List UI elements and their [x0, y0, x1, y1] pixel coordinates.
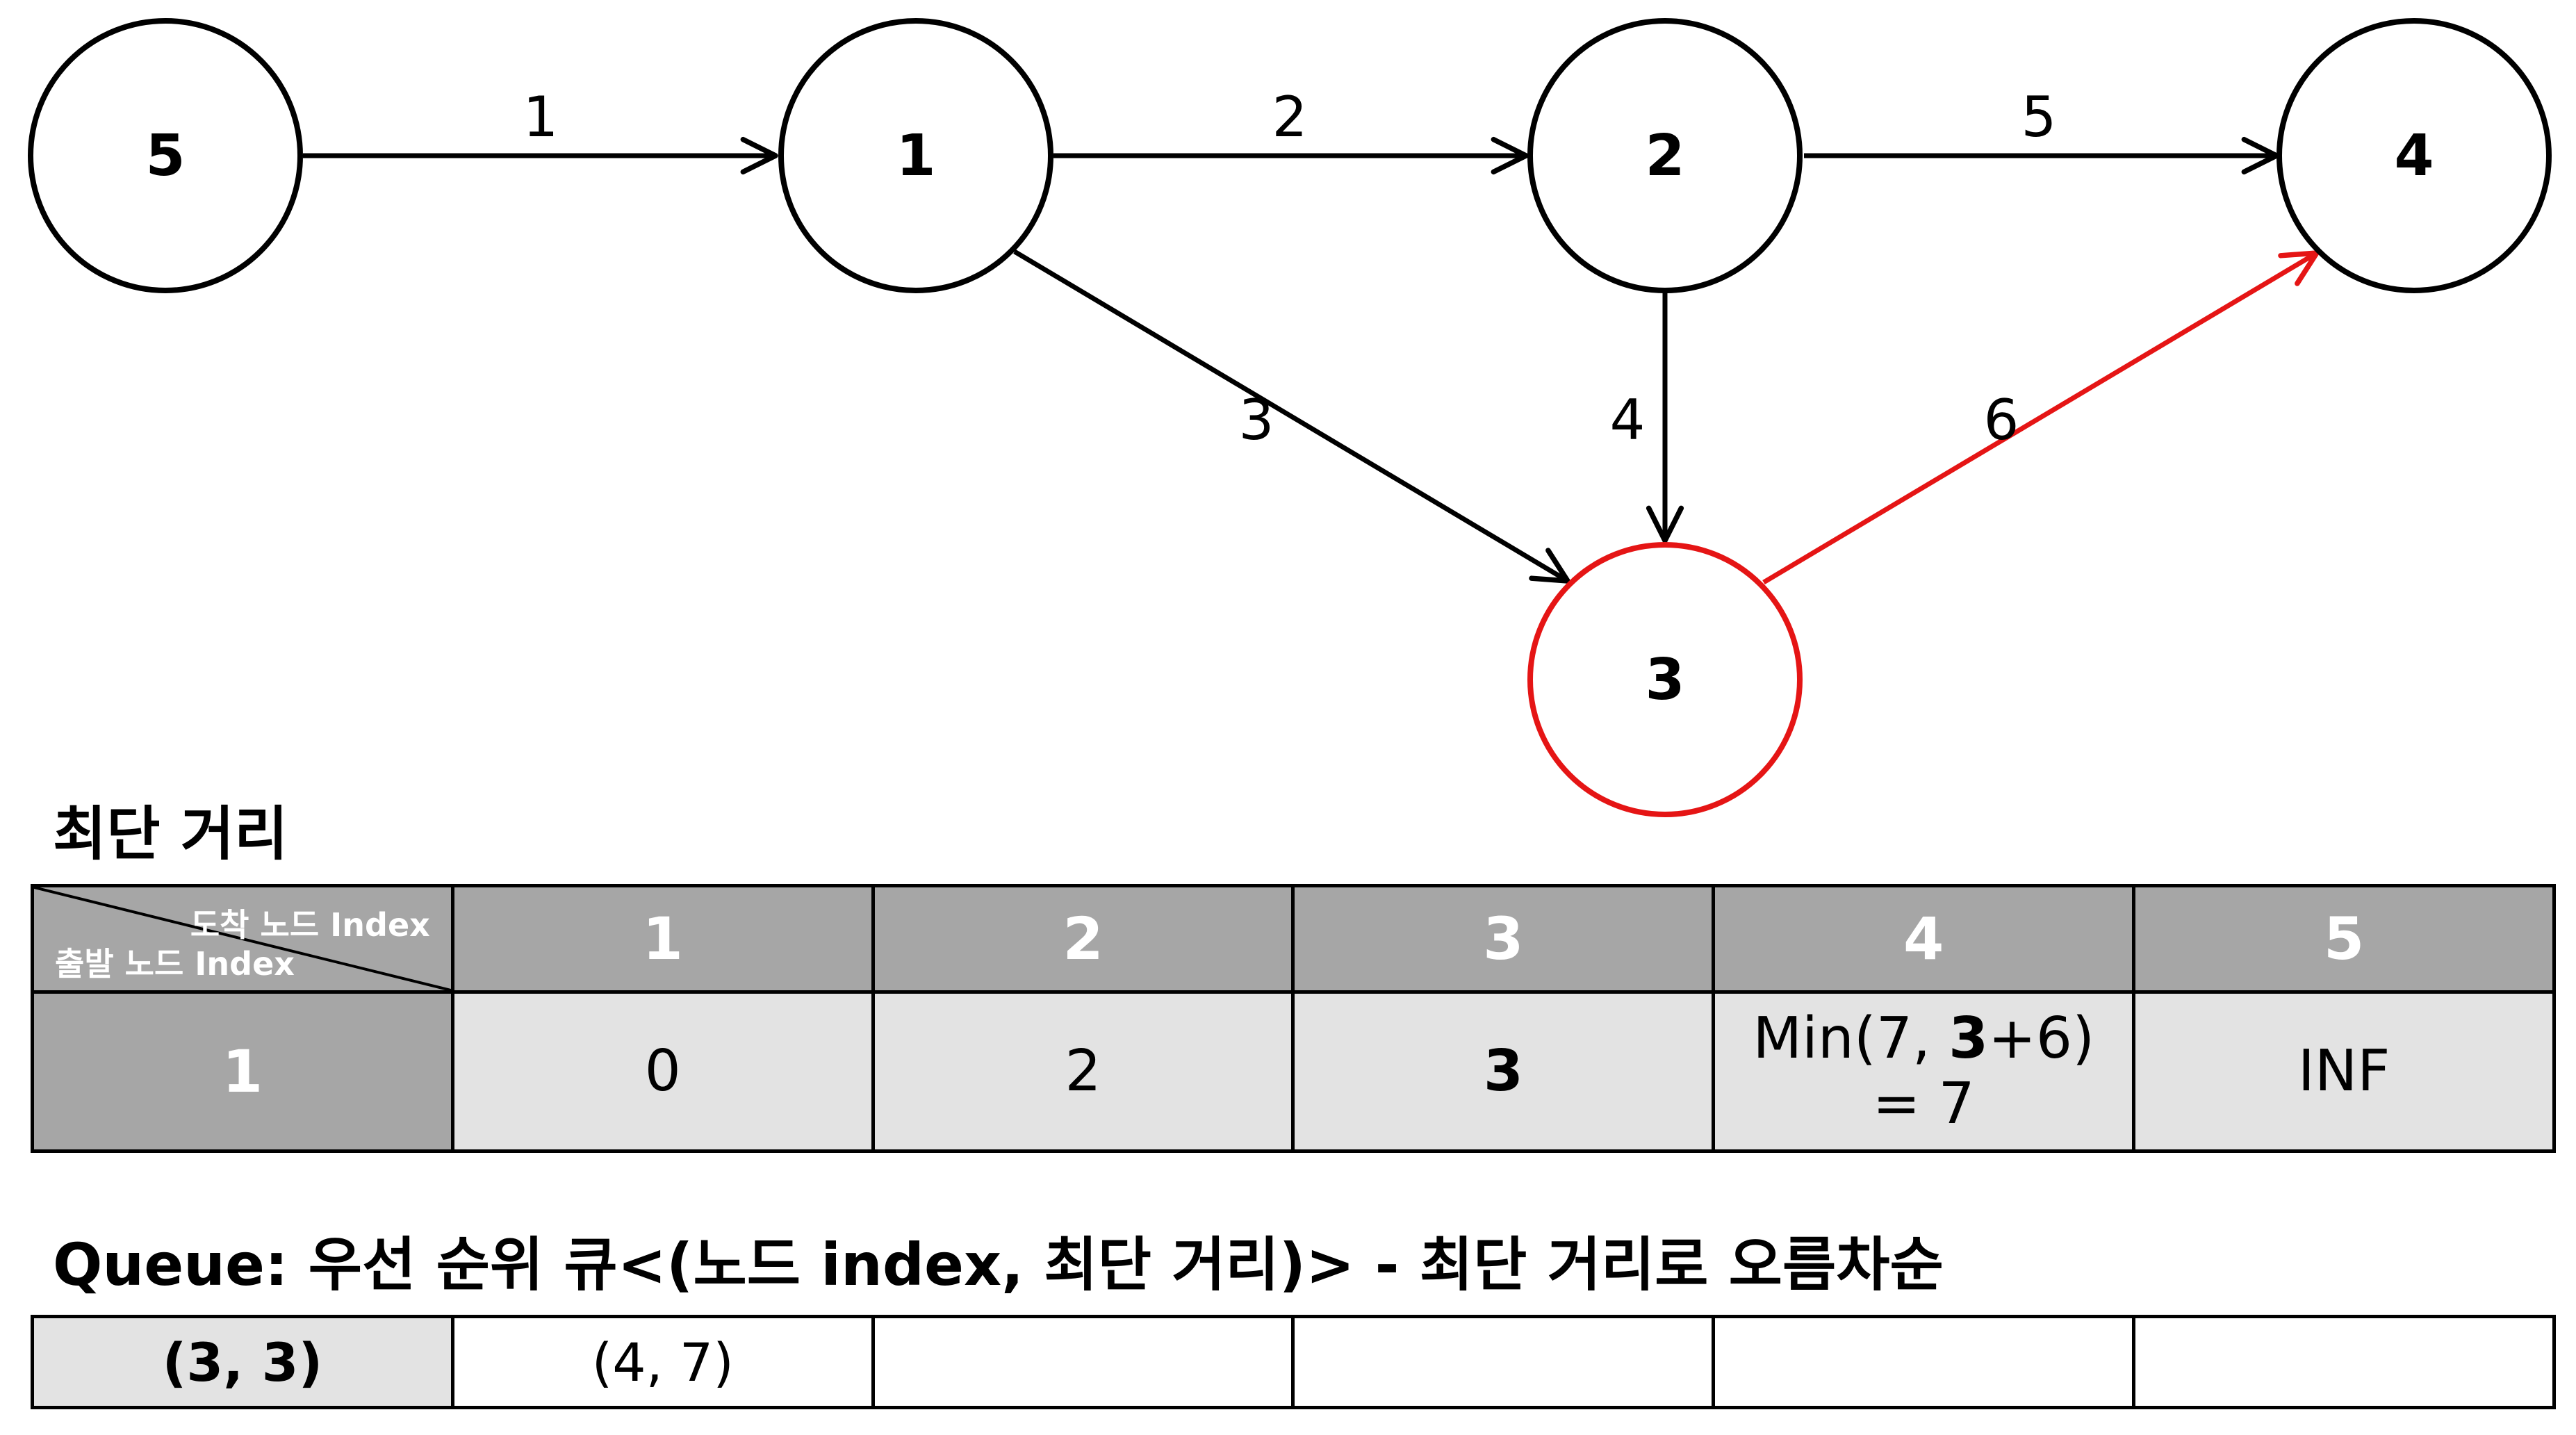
queue-slot-3: [871, 1315, 1295, 1409]
corner-to-label: 도착 노드 Index: [190, 906, 430, 944]
row-header-1: 1: [31, 990, 454, 1153]
distance-cell-4-current: 3: [1949, 1005, 1989, 1072]
node-2: 2: [1527, 18, 1803, 293]
queue-slot-1: (3, 3): [31, 1315, 454, 1409]
distance-table: 도착 노드 Index 출발 노드 Index 1 2 3 4 5 1 0 2 …: [31, 884, 2556, 1153]
col-header-4: 4: [1712, 884, 2136, 994]
distance-section-title: 최단 거리: [53, 800, 288, 868]
node-label-2: 2: [1645, 123, 1684, 189]
edge-1-3: [1013, 249, 1570, 584]
distance-cell-4: Min(7, 3+6) = 7: [1712, 990, 2136, 1153]
queue-slot-4: [1291, 1315, 1716, 1409]
queue-slot-5: [1712, 1315, 2136, 1409]
edge-weight-1-3: 3: [1239, 388, 1274, 452]
distance-cell-1: 0: [450, 990, 875, 1153]
col-header-3: 3: [1291, 884, 1716, 994]
distance-cell-3: 3: [1291, 990, 1716, 1153]
edge-weight-3-4: 6: [1984, 388, 2019, 452]
distance-cell-2: 2: [871, 990, 1295, 1153]
node-4: 4: [2276, 18, 2552, 293]
distance-row-1: 1 0 2 3 Min(7, 3+6) = 7 INF: [31, 990, 2556, 1153]
edge-3-4: [1762, 250, 2320, 585]
edge-weight-5-1: 1: [523, 85, 559, 149]
distance-cell-4-min-suffix: +6): [1988, 1005, 2095, 1072]
corner-header-cell: 도착 노드 Index 출발 노드 Index: [31, 884, 454, 994]
queue-section-title: Queue: 우선 순위 큐<(노드 index, 최단 거리)> - 최단 거…: [53, 1231, 1944, 1299]
distance-header-row: 도착 노드 Index 출발 노드 Index 1 2 3 4 5: [31, 884, 2556, 994]
node-label-3: 3: [1645, 647, 1684, 713]
edge-weight-2-4: 5: [2021, 85, 2057, 149]
distance-cell-4-line2: = 7: [1872, 1071, 1975, 1137]
node-label-4: 4: [2394, 123, 2434, 189]
queue-row: (3, 3) (4, 7): [31, 1315, 2556, 1409]
node-label-5: 5: [145, 123, 185, 189]
priority-queue-table: (3, 3) (4, 7): [31, 1315, 2556, 1409]
node-5: 5: [28, 18, 303, 293]
graph-diagram: 1 2 5 3 4 6 5 1 2 4 3: [28, 18, 2552, 817]
queue-slot-6: [2132, 1315, 2556, 1409]
distance-cell-4-line1: Min(7, 3+6): [1715, 1006, 2132, 1072]
queue-slot-2: (4, 7): [450, 1315, 875, 1409]
node-3-highlighted: 3: [1527, 542, 1803, 817]
col-header-5: 5: [2132, 884, 2556, 994]
corner-from-label: 출발 노드 Index: [55, 945, 295, 983]
col-header-1: 1: [450, 884, 875, 994]
edge-weight-2-3: 4: [1610, 388, 1646, 452]
distance-cell-5: INF: [2132, 990, 2556, 1153]
col-header-2: 2: [871, 884, 1295, 994]
node-label-1: 1: [896, 123, 935, 189]
node-1: 1: [778, 18, 1053, 293]
distance-cell-4-min-prefix: Min(7,: [1753, 1005, 1949, 1072]
corner-diagonal: [34, 887, 451, 990]
edge-weight-1-2: 2: [1272, 85, 1308, 149]
